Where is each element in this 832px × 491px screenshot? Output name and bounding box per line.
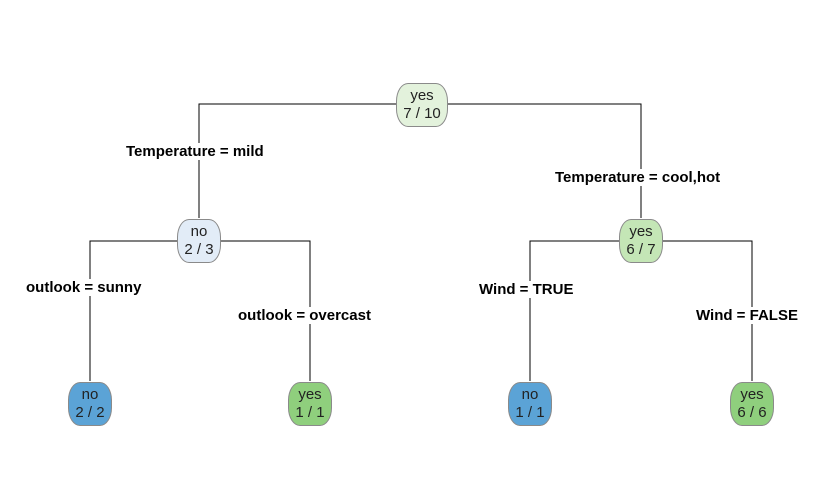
edge-root-left xyxy=(198,103,397,218)
split-label-temperature-mild: Temperature = mild xyxy=(124,143,266,160)
left-class: no xyxy=(190,223,208,240)
leaf-node-3: no 1 / 1 xyxy=(508,382,552,426)
split-label-outlook-sunny: outlook = sunny xyxy=(24,279,144,296)
leaf-node-2: yes 1 / 1 xyxy=(288,382,332,426)
edge-right-leaf3 xyxy=(529,240,620,381)
root-class: yes xyxy=(410,87,434,104)
split-label-wind-false: Wind = FALSE xyxy=(694,307,800,324)
leaf2-counts: 1 / 1 xyxy=(295,404,325,421)
leaf4-counts: 6 / 6 xyxy=(737,404,767,421)
root-counts: 7 / 10 xyxy=(403,105,441,122)
leaf-node-1: no 2 / 2 xyxy=(68,382,112,426)
root-node: yes 7 / 10 xyxy=(396,83,448,127)
right-node: yes 6 / 7 xyxy=(619,219,663,263)
split-label-wind-true: Wind = TRUE xyxy=(477,281,576,298)
leaf-node-4: yes 6 / 6 xyxy=(730,382,774,426)
edge-right-leaf4 xyxy=(662,240,753,381)
split-label-temperature-coolhot: Temperature = cool,hot xyxy=(553,169,723,186)
edge-left-leaf1 xyxy=(89,240,178,381)
leaf3-counts: 1 / 1 xyxy=(515,404,545,421)
left-node: no 2 / 3 xyxy=(177,219,221,263)
right-counts: 6 / 7 xyxy=(626,241,656,258)
leaf1-counts: 2 / 2 xyxy=(75,404,105,421)
right-class: yes xyxy=(629,223,653,240)
leaf4-class: yes xyxy=(740,386,764,403)
left-counts: 2 / 3 xyxy=(184,241,214,258)
leaf3-class: no xyxy=(521,386,539,403)
split-label-outlook-overcast: outlook = overcast xyxy=(236,307,373,324)
leaf2-class: yes xyxy=(298,386,322,403)
edge-root-right xyxy=(447,103,642,218)
leaf1-class: no xyxy=(81,386,99,403)
edge-left-leaf2 xyxy=(220,240,311,381)
